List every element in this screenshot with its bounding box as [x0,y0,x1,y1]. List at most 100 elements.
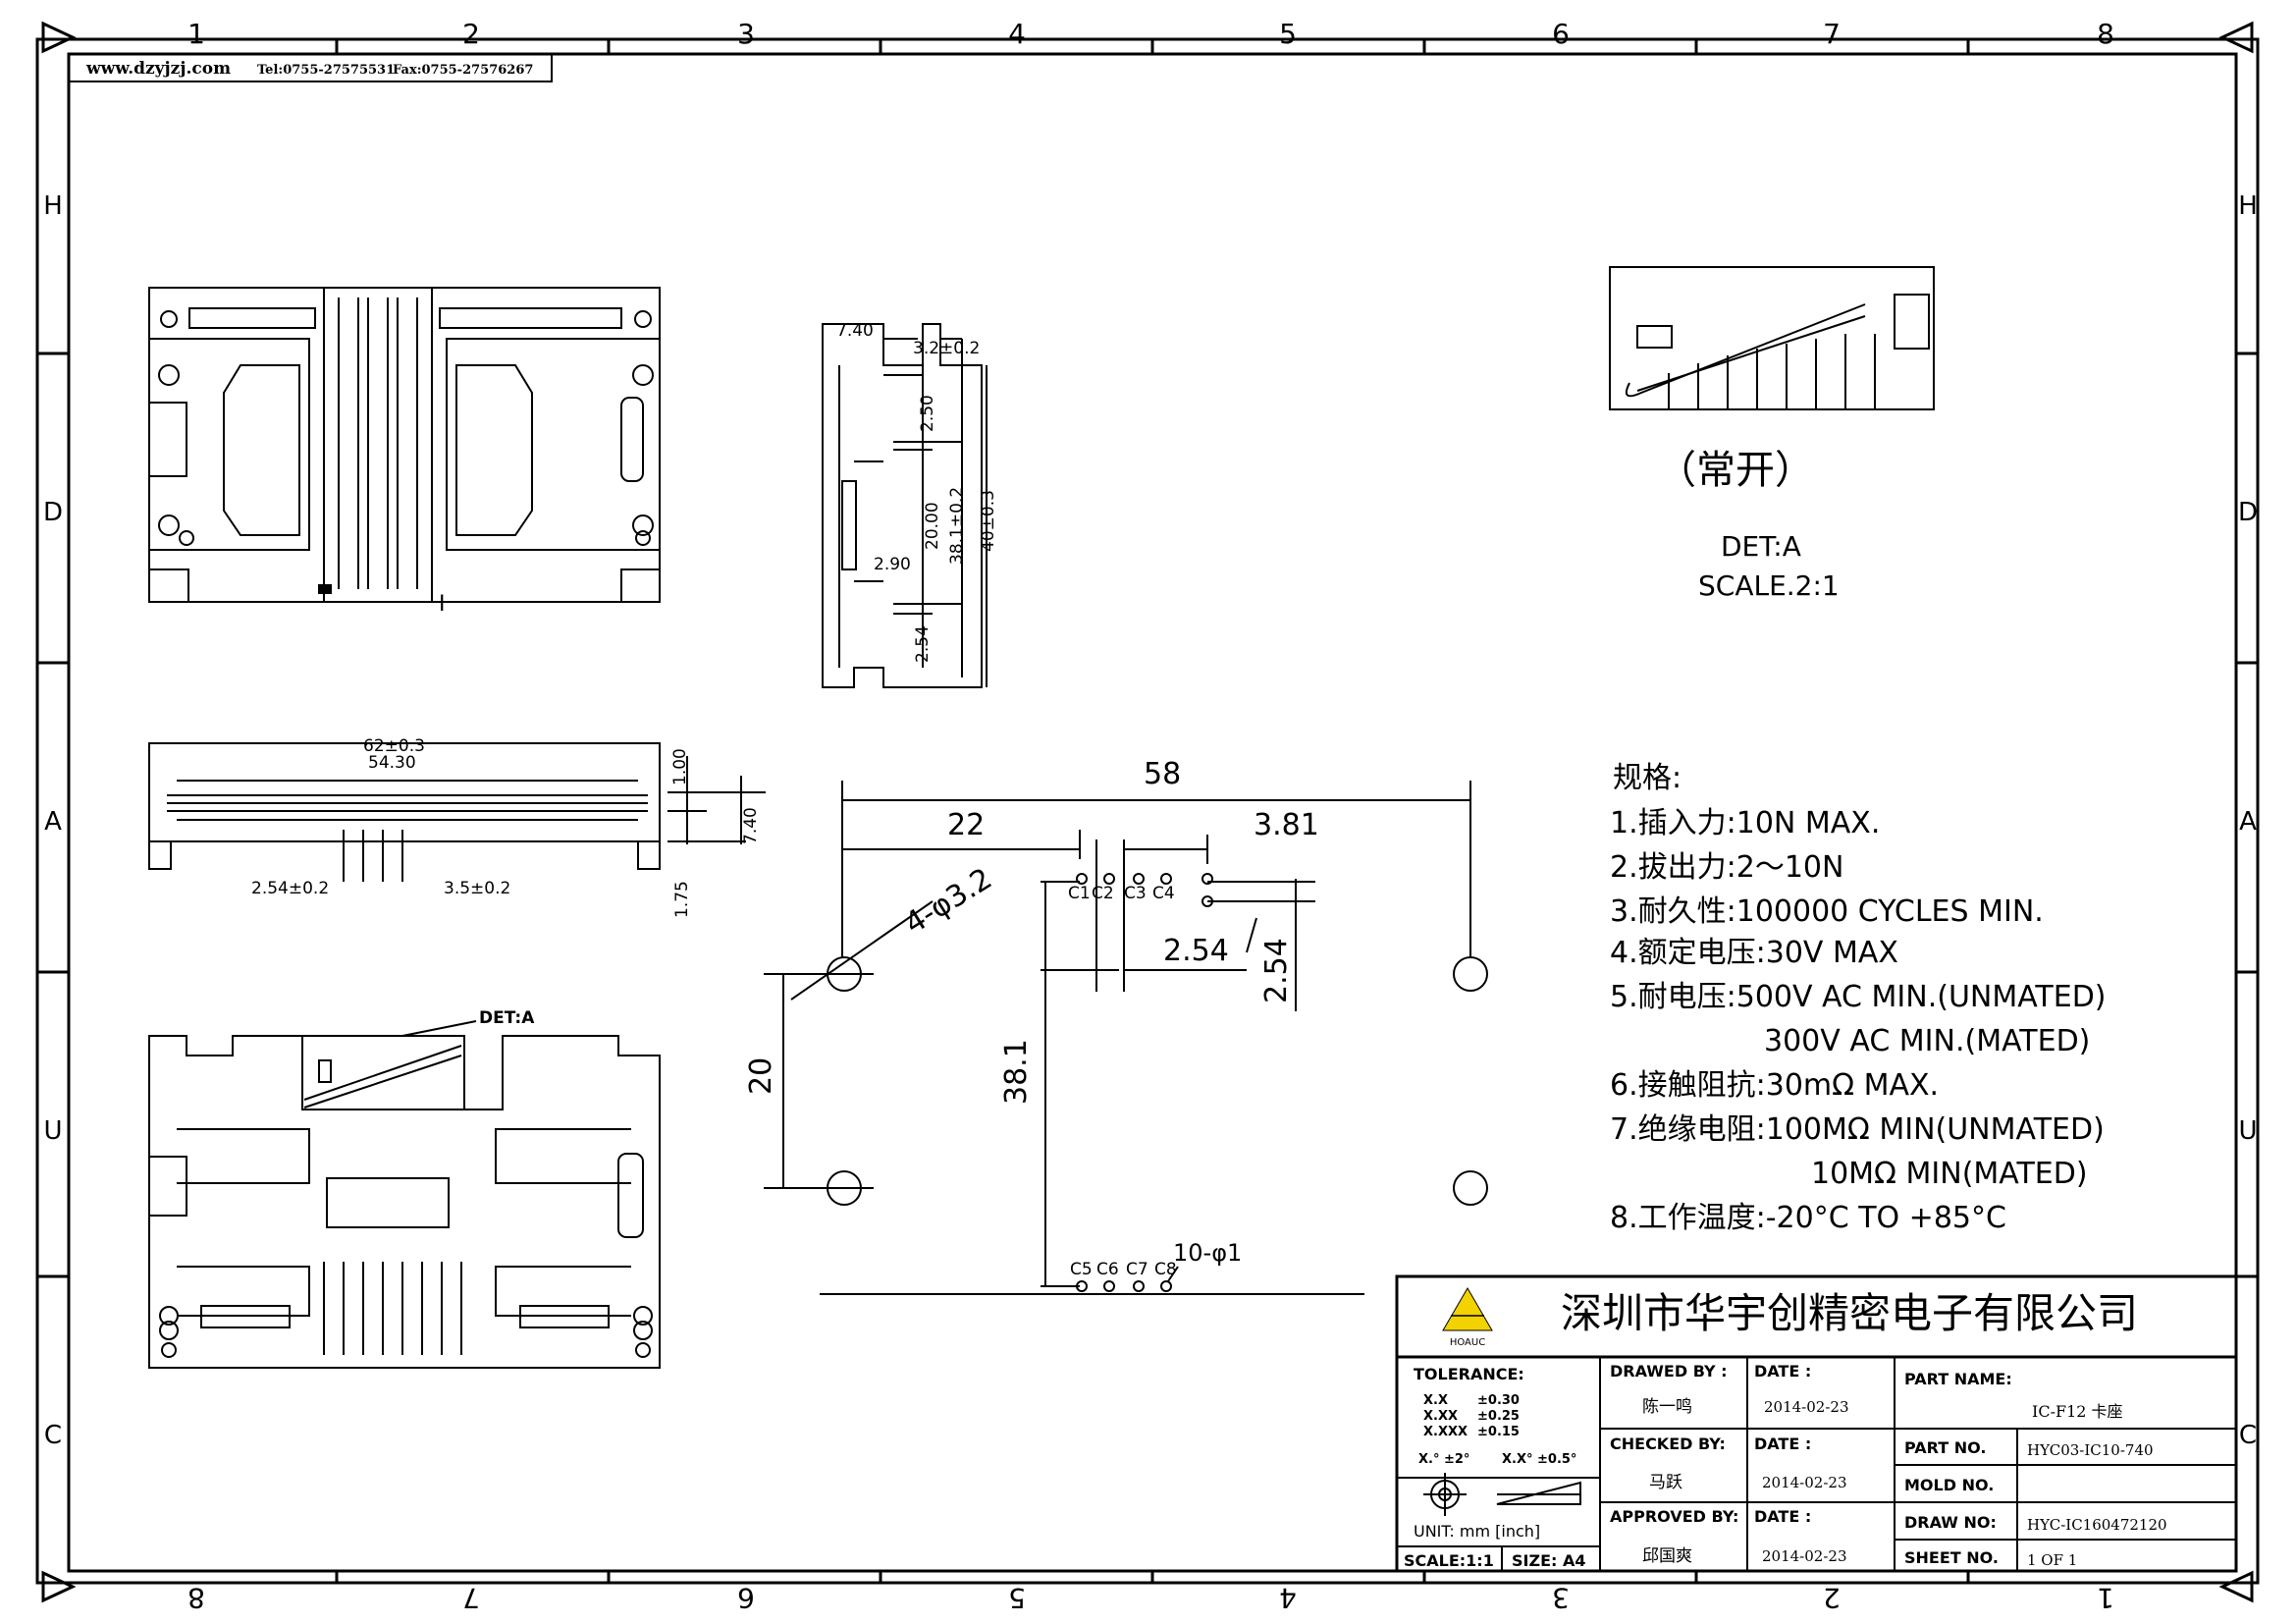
date-label: DATE : [1754,1435,1811,1453]
sheet-no-label: SHEET NO. [1904,1548,1999,1567]
detail-scale: SCALE.2:1 [1698,569,1840,602]
footprint-view [764,781,1488,1295]
column-labels: 1 2 3 4 5 6 7 8 [187,18,2114,50]
row-label: D [2238,498,2258,527]
row-label: U [2238,1116,2257,1146]
spec-item: 4.额定电压:30V MAX [1610,936,1898,970]
row-label: C [44,1421,62,1450]
spec-item: 300V AC MIN.(MATED) [1764,1024,2090,1058]
spec-item: 2.拔出力:2～10N [1610,850,1843,885]
col-label: 5 [1279,18,1297,50]
row-label: A [44,807,62,837]
mold-no-label: MOLD NO. [1904,1476,1994,1494]
date-label: DATE : [1754,1362,1811,1380]
dim-3-2: 3.2±0.2 [913,339,980,358]
top-view: I [148,287,661,617]
col-label: 1 [2097,1582,2114,1614]
column-ticks [37,39,2258,1583]
spec-item: 8.工作温度:-20°C TO +85°C [1610,1201,2006,1235]
checked-by: 马跃 [1649,1473,1682,1492]
tol-xx: X.XX [1423,1409,1458,1424]
dim-38-1: 38.1±0.2 [947,487,967,565]
part-name: IC-F12 卡座 [2032,1402,2123,1421]
dim-1-00: 1.00 [670,748,690,785]
tel-text: Tel:0755-27575531 [257,63,395,78]
tolerance-block: TOLERANCE: X.X ±0.30 X.XX ±0.25 X.XXX ±0… [1404,1365,1586,1570]
tol-xxx: X.XXX [1423,1425,1468,1439]
col-label: 1 [187,18,205,50]
approved-by-label: APPROVED BY: [1610,1507,1738,1526]
dim-3-81-top: 3.81 [1254,808,1319,842]
dim-22: 22 [947,808,985,842]
specs-heading: 规格: [1613,761,1682,795]
det-a-callout: DET:A [479,1008,535,1028]
col-label: 4 [1008,18,1026,50]
detail-title: DET:A [1721,530,1801,563]
row-label: H [2238,191,2258,221]
marker-i: I [439,592,446,617]
date-label: DATE : [1754,1507,1811,1526]
company-name: 深圳市华宇创精密电子有限公司 [1561,1289,2138,1337]
row-label: C [2239,1421,2257,1450]
draw-no-label: DRAW NO: [1904,1513,1997,1532]
pin-label: C2 [1092,884,1114,903]
front-view-dims: 62±0.3 54.30 1.00 7.40 2.54±0.2 3.5±0.2 … [251,736,761,918]
bottom-view [148,1020,661,1369]
row-labels: H D A U C H D A U C [43,191,2258,1450]
part-info-block: PART NAME: IC-F12 卡座 PART NO. HYC03-IC10… [1904,1370,2167,1569]
checked-by-label: CHECKED BY: [1610,1435,1726,1453]
logo-text: HOAUC [1450,1337,1485,1348]
corner-arrow-icons [41,21,2254,1603]
dim-2-54: 2.54±0.2 [251,879,329,898]
row-label: D [43,498,63,527]
part-name-label: PART NAME: [1904,1370,2012,1388]
dim-38-1: 38.1 [999,1039,1034,1105]
dim-2-54-horizontal: 2.54 [1163,934,1229,968]
pin-label: C3 [1124,884,1147,903]
tol-x-val: ±0.30 [1477,1393,1520,1408]
dim-4-holes: 4-φ3.2 [899,861,998,941]
spec-item: 6.接触阻抗:30mΩ MAX. [1610,1068,1939,1103]
dim-1-75: 1.75 [672,881,692,918]
col-label: 3 [737,18,755,50]
footprint-dims: 58 22 3.81 2.54 2.54 20 38.1 4-φ3.2 10-φ… [744,757,1319,1267]
draw-no: HYC-IC160472120 [2027,1516,2167,1534]
dim-54-30: 54.30 [368,753,416,773]
dim-2-54-vertical: 2.54 [1259,938,1294,1003]
tol-angle-2: X.X° ±0.5° [1502,1452,1576,1467]
spec-item: 10MΩ MIN(MATED) [1811,1157,2088,1191]
col-label: 3 [1552,1582,1570,1614]
col-label: 6 [1552,18,1570,50]
dim-7-40: 7.40 [741,807,761,844]
outer-border [35,37,2260,1585]
unit-label: UNIT: mm [inch] [1414,1522,1540,1541]
dim-2-50: 2.50 [918,395,937,432]
col-label: 2 [462,18,480,50]
detail-view [1609,266,1935,410]
dim-40: 40±0.3 [979,490,998,552]
side-view [822,323,988,688]
fax-text: Fax:0755-27576267 [393,63,533,78]
col-label: 4 [1279,1582,1297,1614]
dim-62: 62±0.3 [363,736,425,756]
spec-item: 1.插入力:10N MAX. [1610,806,1880,840]
tol-angle-1: X.° ±2° [1418,1452,1469,1467]
approval-block: DRAWED BY : 陈一鸣 DATE : 2014-02-23 CHECKE… [1610,1362,1848,1566]
pin-label: C4 [1152,884,1175,903]
col-label: 5 [1008,1582,1026,1614]
dim-20: 20 [744,1057,778,1095]
spec-item: 3.耐久性:100000 CYCLES MIN. [1610,894,2044,929]
spec-item: 7.绝缘电阻:100MΩ MIN(UNMATED) [1610,1112,2105,1147]
date-1: 2014-02-23 [1764,1398,1848,1416]
scale-label: SCALE:1:1 [1404,1551,1494,1570]
date-3: 2014-02-23 [1762,1547,1846,1565]
detail-state-label: （常开） [1657,448,1814,493]
side-view-dims: 7.40 3.2±0.2 2.50 20.00 38.1±0.2 40±0.3 … [836,321,998,663]
drawn-by-label: DRAWED BY : [1610,1362,1728,1380]
part-no: HYC03-IC10-740 [2027,1441,2154,1459]
date-2: 2014-02-23 [1762,1474,1846,1491]
col-label: 7 [1823,18,1841,50]
dim-20-00: 20.00 [923,502,942,550]
dim-10-holes: 10-φ1 [1173,1239,1242,1267]
